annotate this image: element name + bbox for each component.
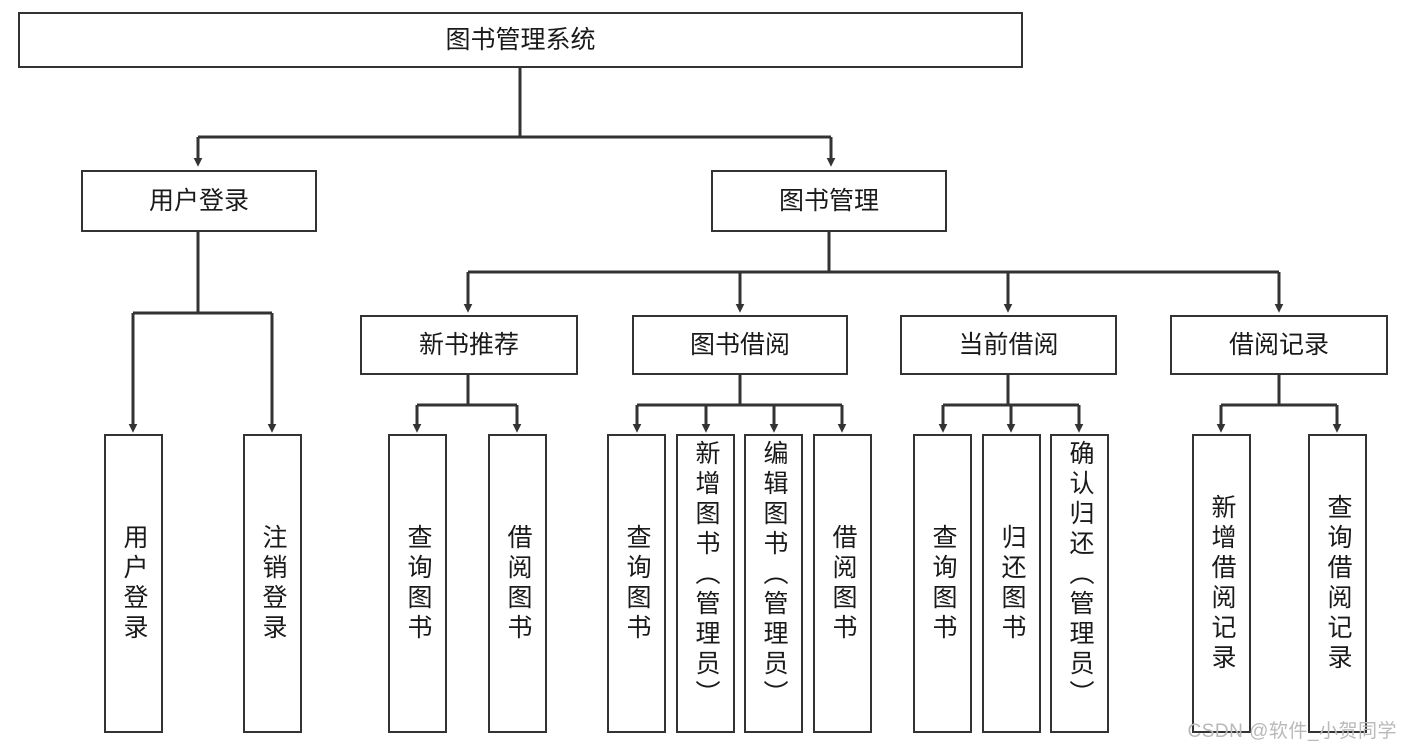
leaf-borrow-add-book[interactable]: 新增图书（管理员） <box>676 434 735 733</box>
leaf-current-query-book[interactable]: 查询图书 <box>913 434 972 733</box>
node-label: 用户登录 <box>120 523 148 644</box>
node-label: 注销登录 <box>259 523 287 644</box>
node-root-system[interactable]: 图书管理系统 <box>18 12 1023 68</box>
node-label: 查询图书 <box>929 523 957 644</box>
node-label: 借阅记录 <box>1228 331 1329 359</box>
leaf-current-return-book[interactable]: 归还图书 <box>982 434 1041 733</box>
node-label: 图书管理 <box>778 187 879 215</box>
watermark-text: CSDN @软件_小贺同学 <box>1187 721 1397 742</box>
node-user-login[interactable]: 用户登录 <box>81 170 317 232</box>
node-label: 当前借阅 <box>958 331 1059 359</box>
node-label: 查询图书 <box>404 523 432 644</box>
node-label: 借阅图书 <box>504 523 532 644</box>
node-current-borrow[interactable]: 当前借阅 <box>900 315 1117 375</box>
node-label: 确认归还（管理员） <box>1066 440 1094 710</box>
node-label: 查询借阅记录 <box>1324 493 1352 674</box>
leaf-user-login-logout[interactable]: 注销登录 <box>243 434 302 733</box>
node-book-borrow[interactable]: 图书借阅 <box>632 315 848 375</box>
leaf-record-query-record[interactable]: 查询借阅记录 <box>1308 434 1367 733</box>
node-borrow-record[interactable]: 借阅记录 <box>1170 315 1388 375</box>
leaf-record-add-record[interactable]: 新增借阅记录 <box>1192 434 1251 733</box>
node-label: 新增借阅记录 <box>1208 493 1236 674</box>
node-label: 编辑图书（管理员） <box>760 440 788 710</box>
node-label: 归还图书 <box>998 523 1026 644</box>
node-label: 查询图书 <box>623 523 651 644</box>
node-label: 图书管理系统 <box>445 26 596 54</box>
leaf-current-confirm-return[interactable]: 确认归还（管理员） <box>1050 434 1109 733</box>
node-label: 借阅图书 <box>829 523 857 644</box>
leaf-user-login-login[interactable]: 用户登录 <box>104 434 163 733</box>
leaf-borrow-query-book[interactable]: 查询图书 <box>607 434 666 733</box>
node-book-management[interactable]: 图书管理 <box>711 170 947 232</box>
leaf-borrow-borrow-book[interactable]: 借阅图书 <box>813 434 872 733</box>
node-label: 新书推荐 <box>418 331 519 359</box>
leaf-new-book-borrow[interactable]: 借阅图书 <box>488 434 547 733</box>
node-label: 图书借阅 <box>689 331 790 359</box>
leaf-borrow-edit-book[interactable]: 编辑图书（管理员） <box>744 434 803 733</box>
leaf-new-book-query[interactable]: 查询图书 <box>388 434 447 733</box>
node-label: 新增图书（管理员） <box>692 440 720 710</box>
node-label: 用户登录 <box>148 187 249 215</box>
node-new-book-recommend[interactable]: 新书推荐 <box>360 315 578 375</box>
